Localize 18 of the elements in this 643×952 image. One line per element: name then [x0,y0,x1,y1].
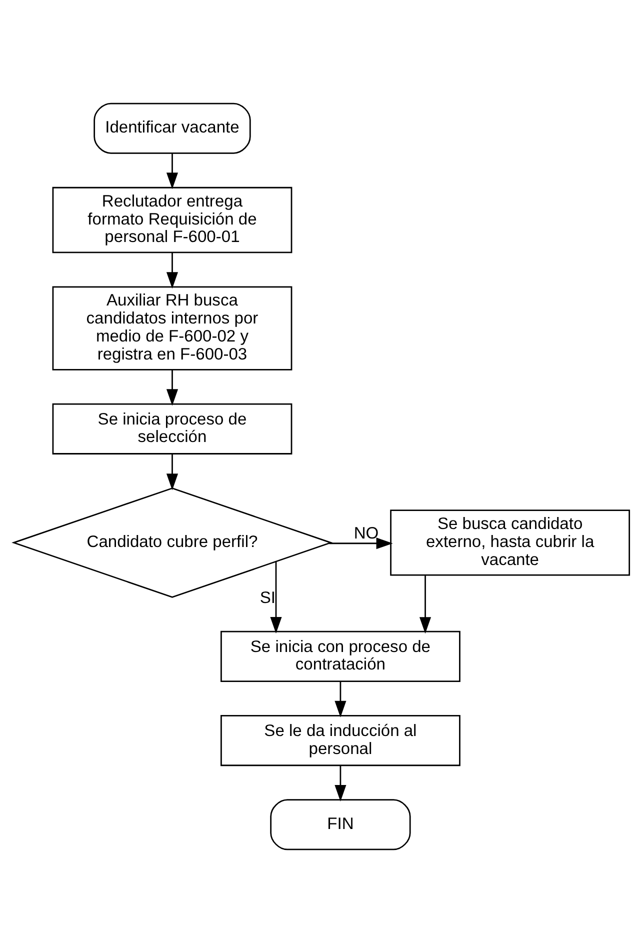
arrow [166,454,178,490]
node-box: FIN [270,798,411,850]
node-box: Se inicia con proceso de contratación [220,630,460,682]
node-box: Se busca candidato externo, hasta cubrir la vacante [390,509,630,576]
node-box: Reclutador entrega formato Requisición de personal F-600-01 [52,186,292,253]
node-box: Identificar vacante [94,102,251,154]
arrow [270,562,282,634]
arrow [166,252,178,288]
arrow [334,681,346,717]
node-box: Auxiliar RH busca candidatos internos por medio de F-600-02 y registra en F-600-03 [52,286,292,370]
arrow [166,152,178,189]
arrow [166,369,178,406]
arrow [329,537,393,549]
arrow [419,575,432,634]
node-box: Se inicia proceso de selección [52,402,292,454]
arrow [334,765,346,802]
node-box: Se le da inducción al personal [220,714,460,766]
edge-label: NO [354,523,379,542]
